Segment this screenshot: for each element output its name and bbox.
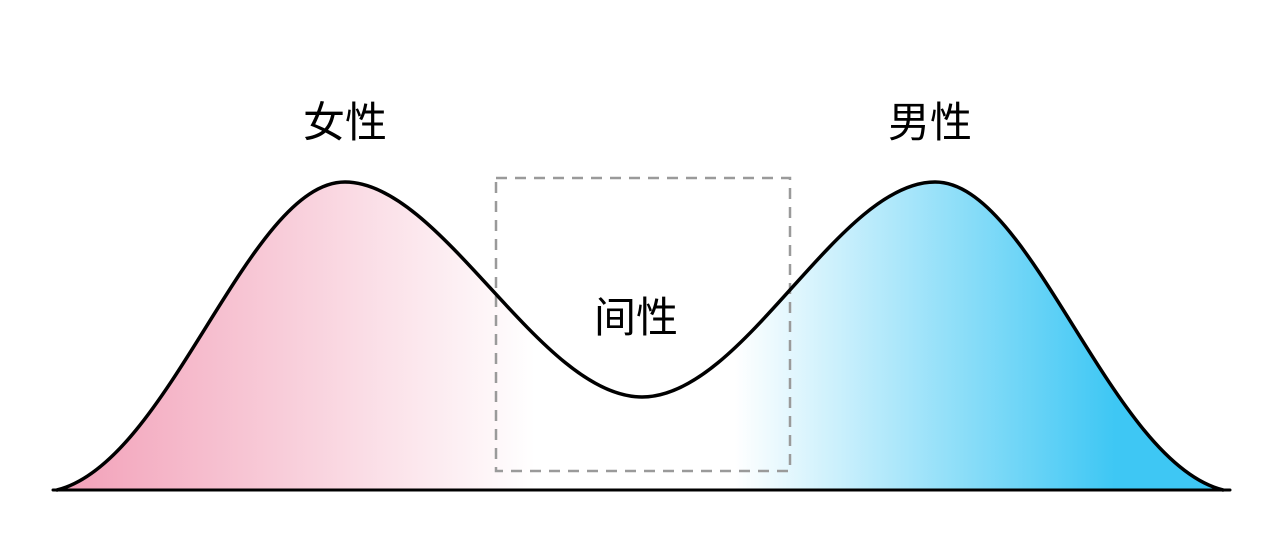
- female-distribution-fill: [57, 182, 642, 490]
- intersex-region-box: [494, 176, 792, 473]
- female-label: 女性: [303, 98, 387, 147]
- male-label: 男性: [888, 98, 972, 147]
- male-distribution-fill: [642, 182, 1223, 490]
- intersex-label: 间性: [594, 293, 678, 342]
- distribution-curve: [55, 180, 1225, 492]
